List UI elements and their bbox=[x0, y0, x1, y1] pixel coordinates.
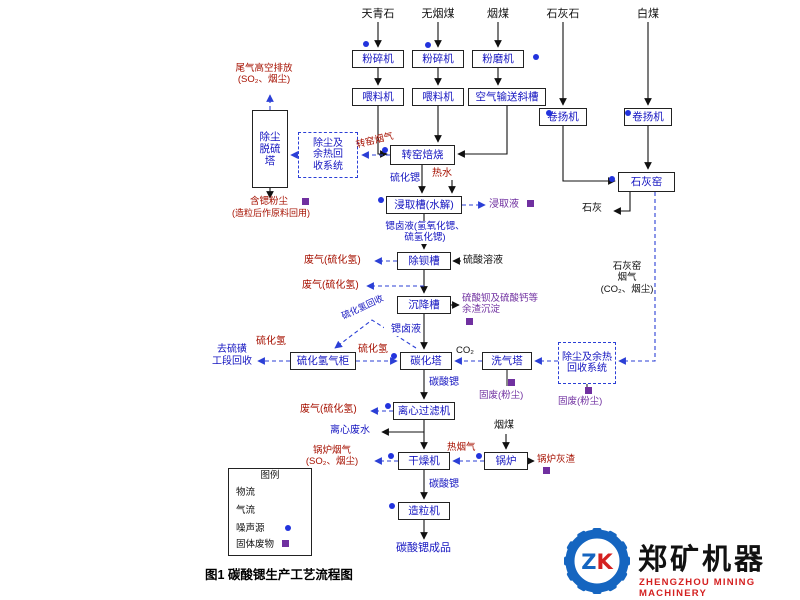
label-boiler-flue-gas: 锅炉烟气 (SO₂、烟尘) bbox=[305, 445, 359, 468]
node-dedust-heat-recovery-left: 除尘及 余热回 收系统 bbox=[298, 132, 358, 178]
node-dryer: 干燥机 bbox=[398, 452, 450, 470]
solid-waste-marker bbox=[302, 198, 309, 205]
legend-item-material-flow: 物流 bbox=[236, 487, 256, 498]
solid-waste-marker bbox=[585, 387, 592, 394]
noise-source-dot bbox=[476, 453, 482, 459]
solid-waste-marker bbox=[543, 467, 550, 474]
node-settling-tank: 沉降槽 bbox=[397, 296, 451, 314]
solid-waste-marker bbox=[508, 379, 515, 386]
logo-letter-z: Z bbox=[581, 550, 596, 574]
label-tail-gas-emission: 尾气高空排放 (SO₂、烟尘) bbox=[235, 63, 293, 86]
label-strontium-brine: 锶卤液 bbox=[384, 324, 422, 336]
label-hot-water: 热水 bbox=[432, 168, 452, 179]
label-centrifuge-wastewater: 离心废水 bbox=[330, 425, 370, 436]
legend-item-noise-source: 噪声源 bbox=[236, 523, 265, 534]
node-lime-kiln: 石灰窑 bbox=[618, 172, 675, 192]
label-solid-waste-dust-2: 固废(粉尘) bbox=[558, 396, 603, 407]
noise-source-dot bbox=[391, 353, 397, 359]
input-white-coal: 白煤 bbox=[637, 8, 659, 20]
noise-source-dot bbox=[546, 110, 552, 116]
label-barium-sulfate-residue: 硫酸钡及硫酸钙等 余渣沉淀 bbox=[462, 293, 539, 316]
label-waste-gas-h2s-3: 废气(硫化氢) bbox=[300, 404, 357, 415]
company-name-en: ZHENGZHOU MINING MACHINERY bbox=[639, 577, 756, 599]
input-celestite: 天青石 bbox=[361, 8, 395, 20]
label-h2s-to-tower: 硫化氢 bbox=[358, 344, 388, 355]
label-solid-waste-dust-1: 固废(粉尘) bbox=[479, 390, 524, 401]
noise-source-dot bbox=[425, 42, 431, 48]
company-name: 郑矿机器 bbox=[638, 544, 767, 576]
node-crusher-2: 粉碎机 bbox=[412, 50, 464, 68]
node-feeder-1: 喂料机 bbox=[352, 88, 404, 106]
noise-source-dot bbox=[378, 197, 384, 203]
label-coal-to-boiler: 烟煤 bbox=[494, 420, 514, 431]
node-rotary-kiln: 转窑焙烧 bbox=[390, 145, 455, 165]
svg-text:ZK: ZK bbox=[581, 550, 613, 574]
zk-gear-icon: ZK bbox=[564, 528, 630, 594]
noise-source-dot bbox=[389, 503, 395, 509]
noise-source-dot bbox=[388, 453, 394, 459]
label-hot-flue-gas: 热烟气 bbox=[447, 442, 476, 453]
node-desulfurization-tower: 除尘 脱硫 塔 bbox=[252, 110, 288, 188]
node-barium-removal-tank: 除钡槽 bbox=[397, 252, 451, 270]
node-air-chute: 空气输送斜槽 bbox=[468, 88, 546, 106]
node-feeder-2: 喂料机 bbox=[412, 88, 464, 106]
label-h2s-to-sulfur: 硫化氢 bbox=[256, 336, 286, 347]
solid-waste-marker bbox=[527, 200, 534, 207]
label-strontium-brine-full: 锶卤液(氢氧化锶、 硫氢化锶) bbox=[376, 221, 474, 244]
label-strontium-carbonate-1: 碳酸锶 bbox=[429, 377, 459, 388]
label-to-sulfur-section: 去硫磺 工段回收 bbox=[212, 344, 252, 367]
figure-caption: 图1 碳酸锶生产工艺流程图 bbox=[205, 568, 353, 582]
node-leach-tank: 浸取槽(水解) bbox=[386, 196, 462, 214]
material-flow-lines bbox=[266, 22, 652, 540]
legend-solid-waste-marker bbox=[282, 540, 289, 547]
noise-source-dot bbox=[382, 147, 388, 153]
label-waste-gas-h2s-2: 废气(硫化氢) bbox=[302, 280, 359, 291]
label-leachate: 浸取液 bbox=[489, 199, 519, 210]
label-strontium-carbonate-2: 碳酸锶 bbox=[429, 479, 459, 490]
label-waste-gas-h2s-1: 废气(硫化氢) bbox=[304, 255, 361, 266]
node-dedust-heat-recovery-right: 除尘及余热 回收系统 bbox=[558, 342, 616, 384]
node-crusher-1: 粉碎机 bbox=[352, 50, 404, 68]
input-anthracite: 无烟煤 bbox=[421, 8, 455, 20]
noise-source-dot bbox=[363, 41, 369, 47]
label-lime: 石灰 bbox=[582, 203, 602, 214]
label-lime-kiln-flue-gas: 石灰窑 烟气 (CO₂、烟尘) bbox=[600, 261, 654, 295]
node-centrifugal-filter: 离心过滤机 bbox=[393, 402, 455, 420]
label-strontium-dust: 含锶粉尘 bbox=[250, 196, 289, 207]
node-mill: 粉磨机 bbox=[472, 50, 524, 68]
label-sulfuric-acid-solution: 硫酸溶液 bbox=[463, 255, 503, 266]
node-h2s-gas-holder: 硫化氢气柜 bbox=[290, 352, 356, 370]
noise-source-dot bbox=[625, 110, 631, 116]
node-carbonation-tower: 碳化塔 bbox=[400, 352, 452, 370]
label-strontium-sulfide: 硫化锶 bbox=[390, 173, 420, 184]
legend-noise-source-dot bbox=[285, 525, 291, 531]
input-limestone: 石灰石 bbox=[546, 8, 580, 20]
solid-waste-marker bbox=[466, 318, 473, 325]
legend-title: 图例 bbox=[260, 470, 280, 481]
legend-item-gas-flow: 气流 bbox=[236, 505, 256, 516]
label-boiler-ash: 锅炉灰渣 bbox=[537, 454, 576, 465]
noise-source-dot bbox=[385, 403, 391, 409]
label-strontium-dust-note: (造粒后作原料回用) bbox=[232, 208, 310, 218]
label-co2: CO₂ bbox=[456, 345, 474, 356]
input-bituminous-coal: 烟煤 bbox=[487, 8, 509, 20]
label-final-product: 碳酸锶成品 bbox=[396, 542, 451, 554]
node-hoist-2: 卷扬机 bbox=[624, 108, 672, 126]
node-granulator: 造粒机 bbox=[398, 502, 450, 520]
gas-flow-lines bbox=[257, 94, 656, 465]
logo-letter-k: K bbox=[596, 550, 613, 574]
node-gas-washing-tower: 洗气塔 bbox=[482, 352, 532, 370]
noise-source-dot bbox=[609, 176, 615, 182]
noise-source-dot bbox=[533, 54, 539, 60]
legend-item-solid-waste: 固体废物 bbox=[236, 539, 275, 550]
node-boiler: 锅炉 bbox=[484, 452, 528, 470]
